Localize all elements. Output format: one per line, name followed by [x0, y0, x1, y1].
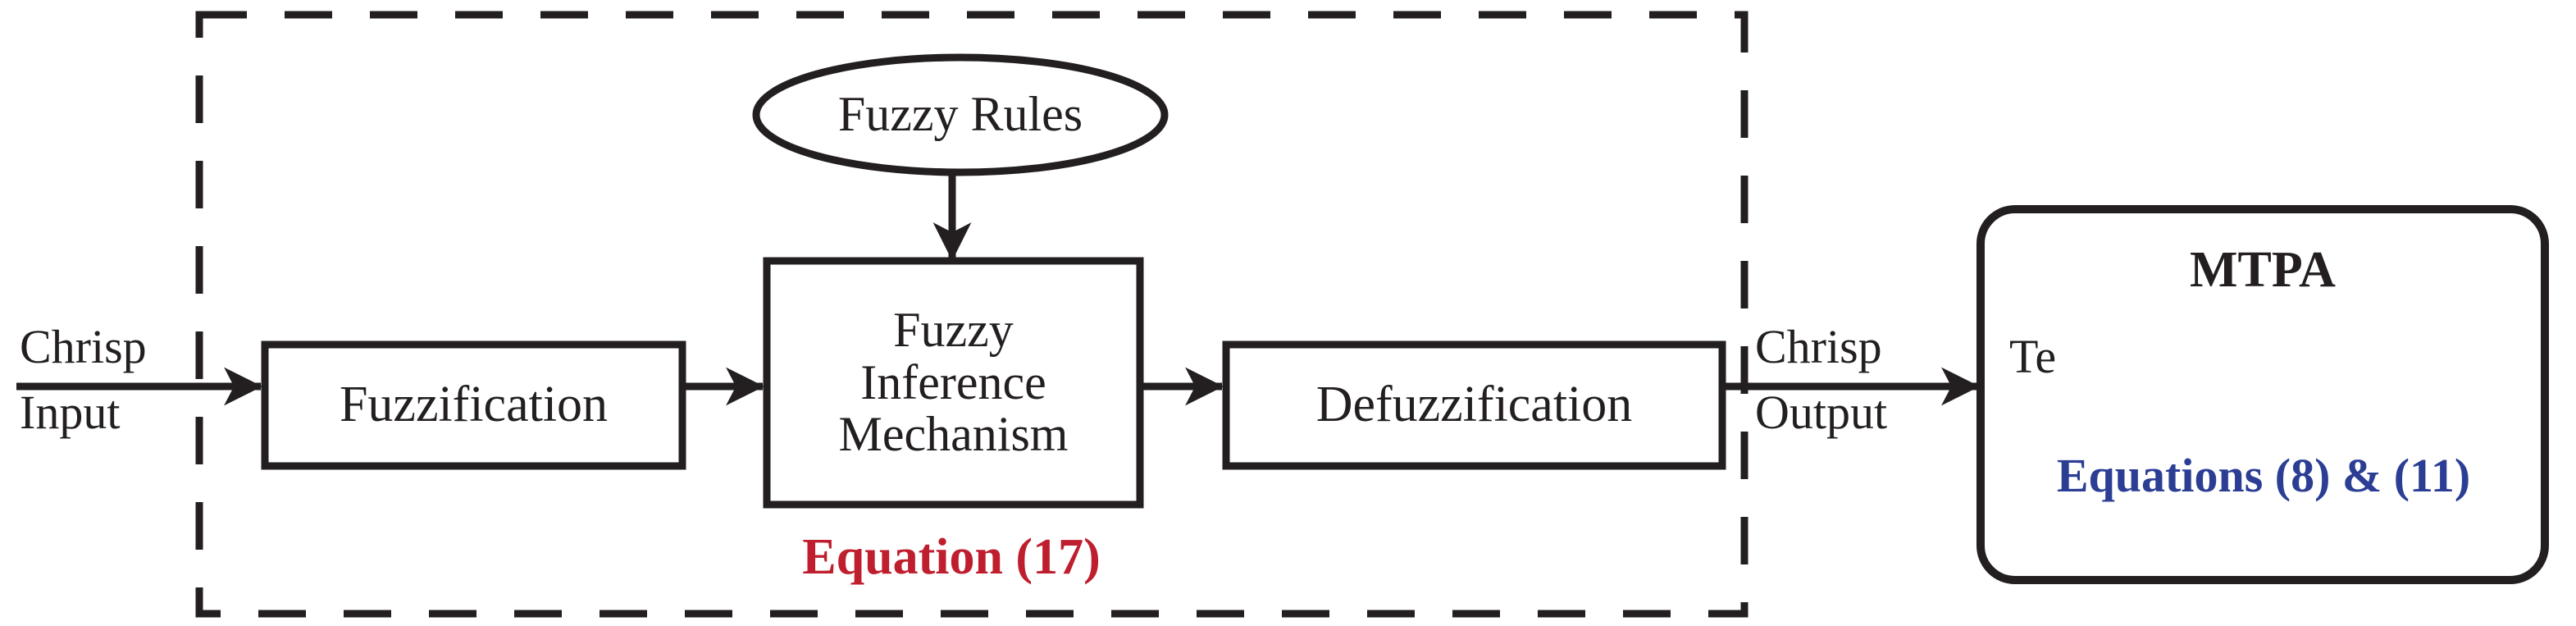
fuzzification-box: [261, 340, 686, 470]
mtpa-box: [1976, 205, 2549, 584]
fuzzy-controller-dashed-boundary: [195, 11, 1748, 618]
fuzzy-rules-ellipse: [752, 53, 1169, 176]
fuzzy-inference-mechanism-box: [763, 257, 1144, 509]
defuzzification-box: [1222, 340, 1726, 470]
